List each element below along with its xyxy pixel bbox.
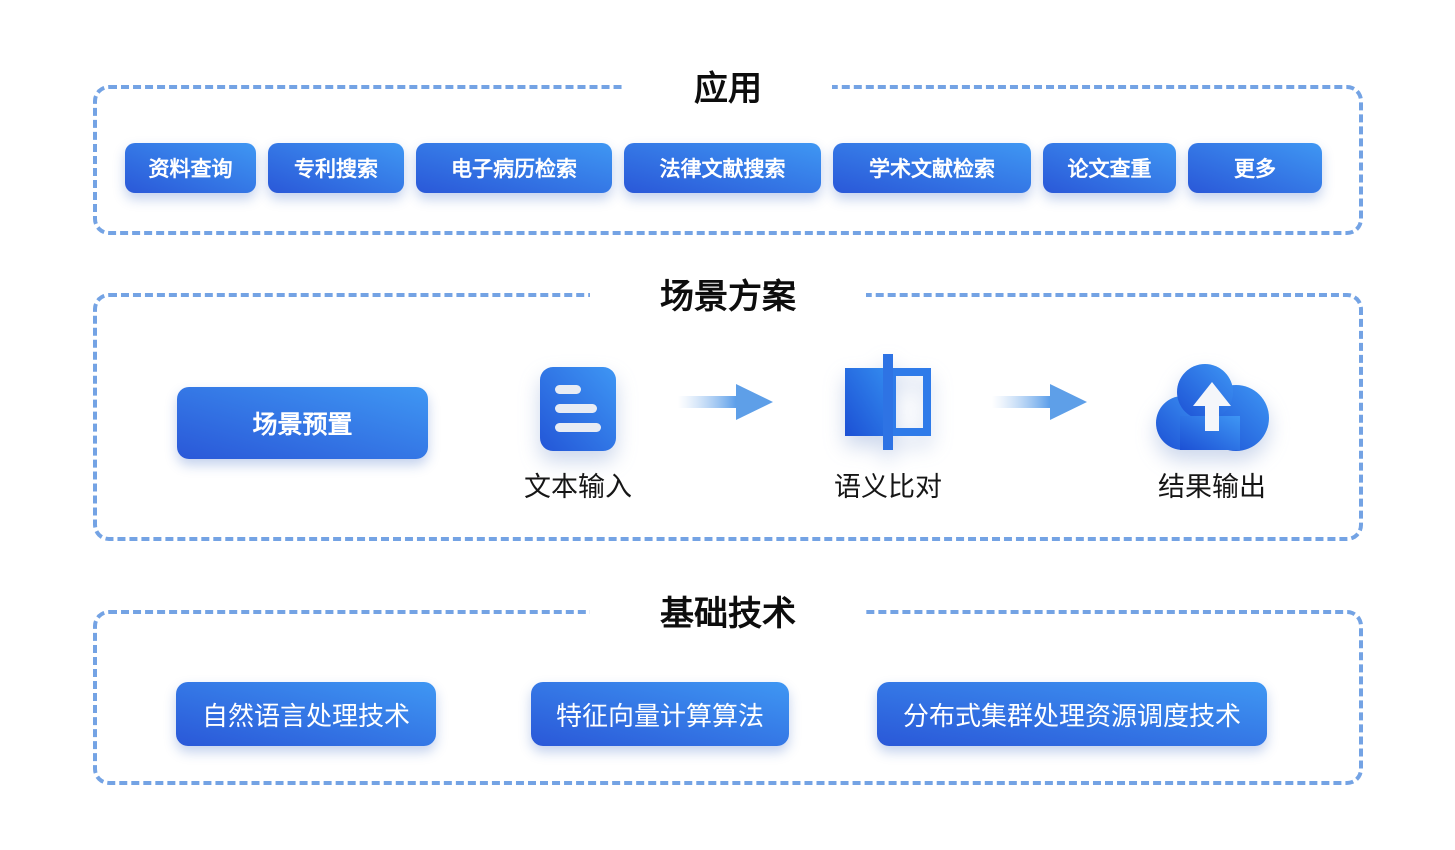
- section-title-applications: 应用: [624, 63, 832, 115]
- step-label-result-output: 结果输出: [1158, 472, 1266, 502]
- cloud-upload-icon: [1156, 360, 1269, 457]
- document-icon: [540, 367, 616, 456]
- arrow-right-icon: [992, 384, 1087, 425]
- app-button-plagiarism-check[interactable]: 论文查重: [1043, 143, 1176, 193]
- app-button-legal-doc-search[interactable]: 法律文献搜索: [624, 143, 821, 193]
- section-foundation: 基础技术 自然语言处理技术 特征向量计算算法 分布式集群处理资源调度技术: [93, 588, 1363, 785]
- app-button-more[interactable]: 更多: [1188, 143, 1322, 193]
- tech-button-feature-vector[interactable]: 特征向量计算算法: [531, 682, 789, 746]
- step-label-semantic-compare: 语义比对: [834, 472, 942, 502]
- app-button-emr-search[interactable]: 电子病历检索: [416, 143, 612, 193]
- section-scenario: 场景方案 场景预置 文本输入: [93, 271, 1363, 541]
- app-button-patent-search[interactable]: 专利搜索: [268, 143, 404, 193]
- tech-button-nlp[interactable]: 自然语言处理技术: [176, 682, 436, 746]
- section-title-foundation: 基础技术: [590, 588, 866, 640]
- section-title-scenario: 场景方案: [590, 271, 866, 323]
- section-applications: 应用 资料查询 专利搜索 电子病历检索 法律文献搜索 学术文献检索 论文查重 更…: [93, 63, 1363, 235]
- scenario-preset-button[interactable]: 场景预置: [177, 387, 428, 459]
- step-label-text-input: 文本输入: [524, 472, 632, 502]
- tech-button-distributed-cluster[interactable]: 分布式集群处理资源调度技术: [877, 682, 1267, 746]
- application-button-row: 资料查询 专利搜索 电子病历检索 法律文献搜索 学术文献检索 论文查重 更多: [125, 143, 1322, 193]
- app-button-data-query[interactable]: 资料查询: [125, 143, 256, 193]
- arrow-right-icon: [678, 384, 773, 425]
- compare-icon: [845, 354, 931, 455]
- app-button-academic-doc-search[interactable]: 学术文献检索: [833, 143, 1031, 193]
